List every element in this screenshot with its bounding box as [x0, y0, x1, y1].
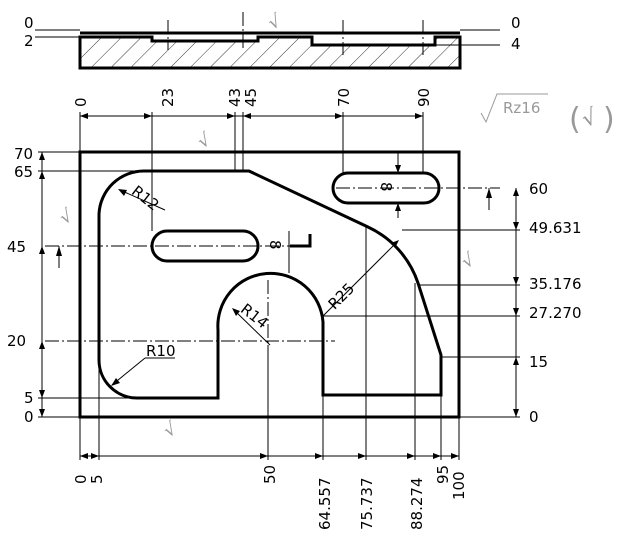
dim-bottom-5: 5	[88, 474, 106, 484]
slot-width-right: 8	[377, 182, 395, 192]
radius-r10: R10	[146, 342, 176, 360]
dim-bottom-95: 95	[434, 465, 452, 484]
dim-left-70: 70	[14, 145, 33, 163]
roughness-mark-1: √	[194, 129, 215, 153]
top-dimensions: 0 23 43 45 70 90	[72, 88, 433, 231]
dim-top-23: 23	[159, 88, 177, 107]
right-dimensions: 60 49.631 35.176 27.270 15 0	[323, 180, 582, 426]
dim-left-5: 5	[24, 389, 34, 407]
roughness-mark-3: √	[458, 249, 479, 273]
roughness-mark-4: √	[160, 418, 181, 442]
slot-width-left: 8	[266, 240, 284, 250]
dim-bottom-100: 100	[450, 471, 468, 500]
svg-text:): )	[603, 102, 615, 137]
depth-left-2: 2	[24, 32, 34, 50]
dim-left-65: 65	[14, 163, 33, 181]
svg-text:√: √	[265, 10, 285, 34]
radius-r12: R12	[128, 182, 162, 214]
dim-bottom-88274: 88.274	[408, 478, 426, 531]
dim-top-45: 45	[242, 88, 260, 107]
dim-left-45: 45	[7, 238, 26, 256]
radius-r14: R14	[237, 300, 271, 332]
dim-right-27270: 27.270	[529, 304, 582, 322]
radius-r25: R25	[325, 279, 359, 313]
roughness-mark-2: √	[56, 205, 77, 229]
section-view: 0 2 0 4 √	[24, 10, 521, 70]
dim-top-0: 0	[72, 97, 90, 107]
roughness-mark-top: √	[265, 10, 285, 34]
svg-text:(: (	[569, 102, 581, 137]
dim-top-70: 70	[335, 88, 353, 107]
left-dimensions: 70 65 45 20 5 0	[7, 145, 144, 426]
global-roughness-symbol: Rz16 ( √ )	[480, 93, 615, 137]
depth-left-0: 0	[24, 14, 34, 32]
dim-bottom-0: 0	[72, 474, 90, 484]
dim-left-20: 20	[7, 332, 26, 350]
depth-right-4: 4	[511, 35, 521, 53]
depth-right-0: 0	[511, 14, 521, 32]
dim-right-35176: 35.176	[529, 275, 582, 293]
dim-top-43: 43	[226, 88, 244, 107]
rz16-label: Rz16	[503, 99, 540, 117]
dim-right-15: 15	[529, 353, 548, 371]
dim-left-0: 0	[24, 408, 34, 426]
section-hatching	[80, 37, 460, 68]
dim-bottom-75737: 75.737	[358, 478, 376, 531]
dim-top-90: 90	[415, 88, 433, 107]
section-outline	[78, 35, 462, 70]
dim-bottom-50: 50	[261, 465, 279, 484]
dim-bottom-64557: 64.557	[316, 478, 334, 531]
bottom-dimensions: 0 5 50 64.557 75.737 88.274 95 100	[72, 227, 468, 530]
roughness-mark-5: √	[579, 104, 602, 133]
slot-right	[331, 171, 441, 205]
dim-right-0: 0	[529, 408, 539, 426]
dim-right-49631: 49.631	[529, 219, 582, 237]
dim-right-60: 60	[529, 180, 548, 198]
